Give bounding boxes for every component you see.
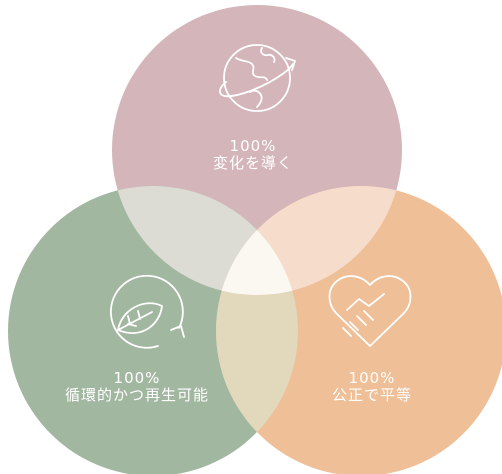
label-top: 100% 変化を導く bbox=[158, 137, 348, 173]
label-right: 100% 公正で平等 bbox=[277, 369, 467, 405]
globe-arrow-icon bbox=[219, 44, 296, 112]
overlap-top-right bbox=[216, 186, 402, 295]
recycle-leaf-icon bbox=[109, 274, 185, 349]
right-label: 公正で平等 bbox=[331, 386, 412, 405]
left-label: 循環的かつ再生可能 bbox=[64, 386, 209, 405]
right-percent: 100% bbox=[348, 369, 396, 387]
handshake-heart-icon bbox=[328, 275, 412, 347]
label-left: 100% 循環的かつ再生可能 bbox=[32, 369, 242, 405]
overlap-top-left bbox=[112, 186, 298, 295]
top-percent: 100% bbox=[229, 137, 277, 155]
left-percent: 100% bbox=[113, 369, 161, 387]
top-label: 変化を導く bbox=[212, 154, 293, 173]
